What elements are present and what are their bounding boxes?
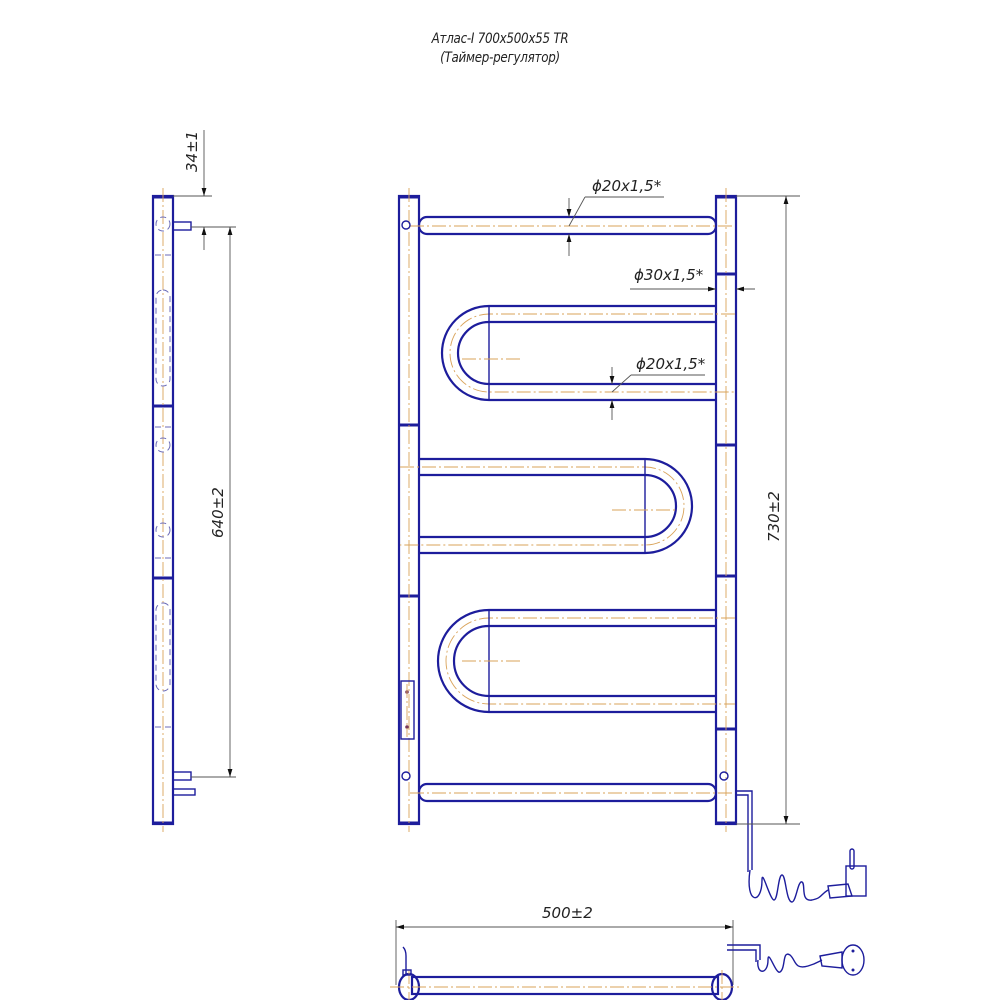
side-view: 34±1 640±2	[151, 130, 236, 832]
power-cord	[736, 790, 867, 903]
title-block: Атлас-I 700x500x55 TR (Таймер-регулятор)	[0, 30, 1000, 68]
dim-post-pipe: ϕ30x1,5*	[634, 266, 704, 284]
loop-3-outer	[436, 608, 716, 714]
mount-pin-bottom	[172, 771, 192, 781]
timer-regulator	[400, 680, 415, 740]
loop-1-outer	[440, 304, 716, 402]
dim-top-bar-pipe: ϕ20x1,5*	[592, 177, 662, 195]
loop-2-inner	[419, 473, 678, 539]
dim-640: 640±2	[209, 487, 227, 538]
loop-3-inner	[452, 624, 716, 698]
dim-loop-pipe: ϕ20x1,5*	[636, 355, 706, 373]
title-model: Атлас-I 700x500x55 TR	[431, 31, 569, 47]
dim-730: 730±2	[765, 491, 783, 542]
top-bar	[417, 215, 718, 236]
bottom-bar	[417, 782, 718, 803]
plug-face-icon	[841, 944, 865, 976]
dim-500: 500±2	[542, 904, 593, 922]
bottom-bar-plan	[410, 975, 720, 996]
mount-pin-top	[172, 221, 192, 231]
loop-2-outer	[419, 457, 694, 555]
dim-34: 34±1	[183, 131, 201, 172]
front-view: ϕ20x1,5* ϕ30x1,5* ϕ20x1,5* 730±2	[397, 177, 867, 903]
plug-icon	[845, 865, 867, 897]
loop-1-inner	[456, 320, 716, 386]
title-subtitle: (Таймер-регулятор)	[440, 50, 560, 66]
bottom-view: 500±2	[390, 904, 865, 1000]
